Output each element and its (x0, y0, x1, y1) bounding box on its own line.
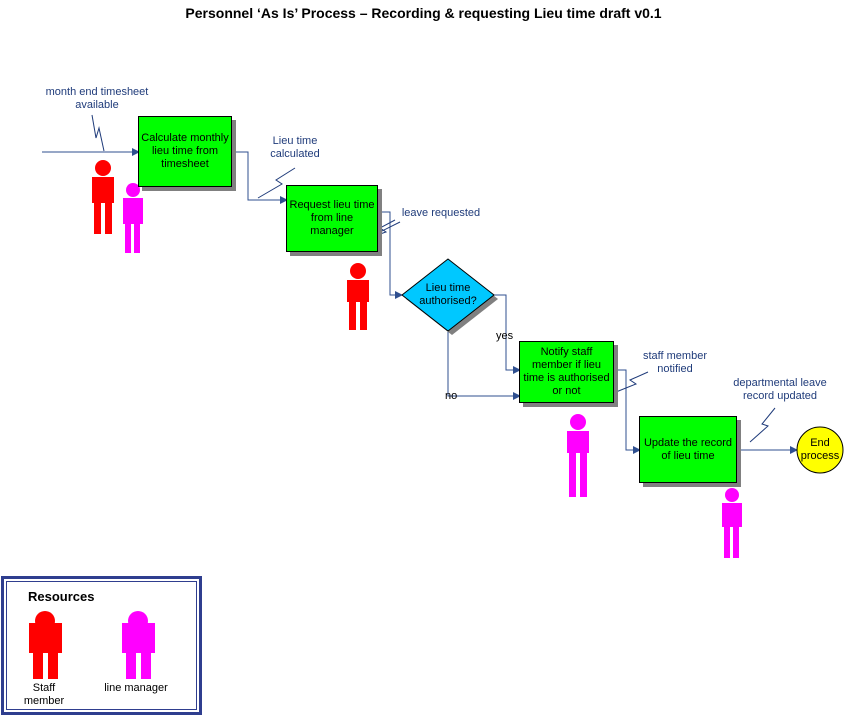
process-notify-label: Notify staff member if lieu time is auth… (523, 346, 610, 397)
annotation-link-notified (615, 371, 649, 393)
process-calculate-label: Calculate monthly lieu time from timeshe… (141, 132, 229, 170)
process-calculate: Calculate monthly lieu time from timeshe… (138, 116, 232, 187)
line-manager-figure-2 (567, 414, 589, 497)
annotation-requested: leave requested (401, 207, 481, 219)
line-manager-figure-3 (722, 488, 742, 558)
annotation-link-requested (367, 219, 401, 239)
decision-label: Lieu time authorised? (419, 282, 477, 307)
annotation-link-calculated (257, 167, 296, 199)
annotation-notified: staff member notified (643, 350, 707, 375)
annotation-timesheet: month end timesheet available (45, 86, 149, 111)
decision-diamond (401, 258, 495, 332)
annotation-link-timesheet (91, 114, 105, 152)
legend-manager-label: line manager (104, 682, 168, 694)
legend-manager-figure (122, 611, 155, 679)
diagram-title: Personnel ‘As Is’ Process – Recording & … (185, 5, 662, 21)
connector-notify-update (614, 369, 641, 454)
annotation-calculated: Lieu time calculated (270, 135, 320, 160)
staff-member-figure-2 (347, 263, 369, 330)
resources-legend: Resources Staff member line manager (1, 576, 202, 715)
connector-yes (494, 294, 521, 374)
end-label: End process (800, 437, 840, 462)
process-update-label: Update the record of lieu time (643, 436, 733, 462)
resources-title: Resources (28, 589, 95, 604)
connector-calc-request (232, 151, 288, 204)
decision-yes-label: yes (496, 330, 514, 342)
process-notify: Notify staff member if lieu time is auth… (519, 341, 614, 403)
line-manager-figure-1 (123, 183, 143, 253)
decision-no-label: no (445, 390, 458, 402)
legend-staff-figure (29, 611, 62, 679)
end-circle (796, 426, 844, 474)
connector-no (447, 332, 521, 400)
resources-figures (29, 611, 155, 679)
annotation-record: departmental leave record updated (733, 377, 827, 402)
annotation-link-record (749, 407, 776, 443)
connector-request-decision (378, 211, 403, 299)
process-request: Request lieu time from line manager (286, 185, 378, 252)
legend-staff-label: Staff member (23, 682, 65, 707)
process-update: Update the record of lieu time (639, 416, 737, 483)
process-request-label: Request lieu time from line manager (289, 199, 375, 237)
staff-member-figure-1 (92, 160, 114, 234)
